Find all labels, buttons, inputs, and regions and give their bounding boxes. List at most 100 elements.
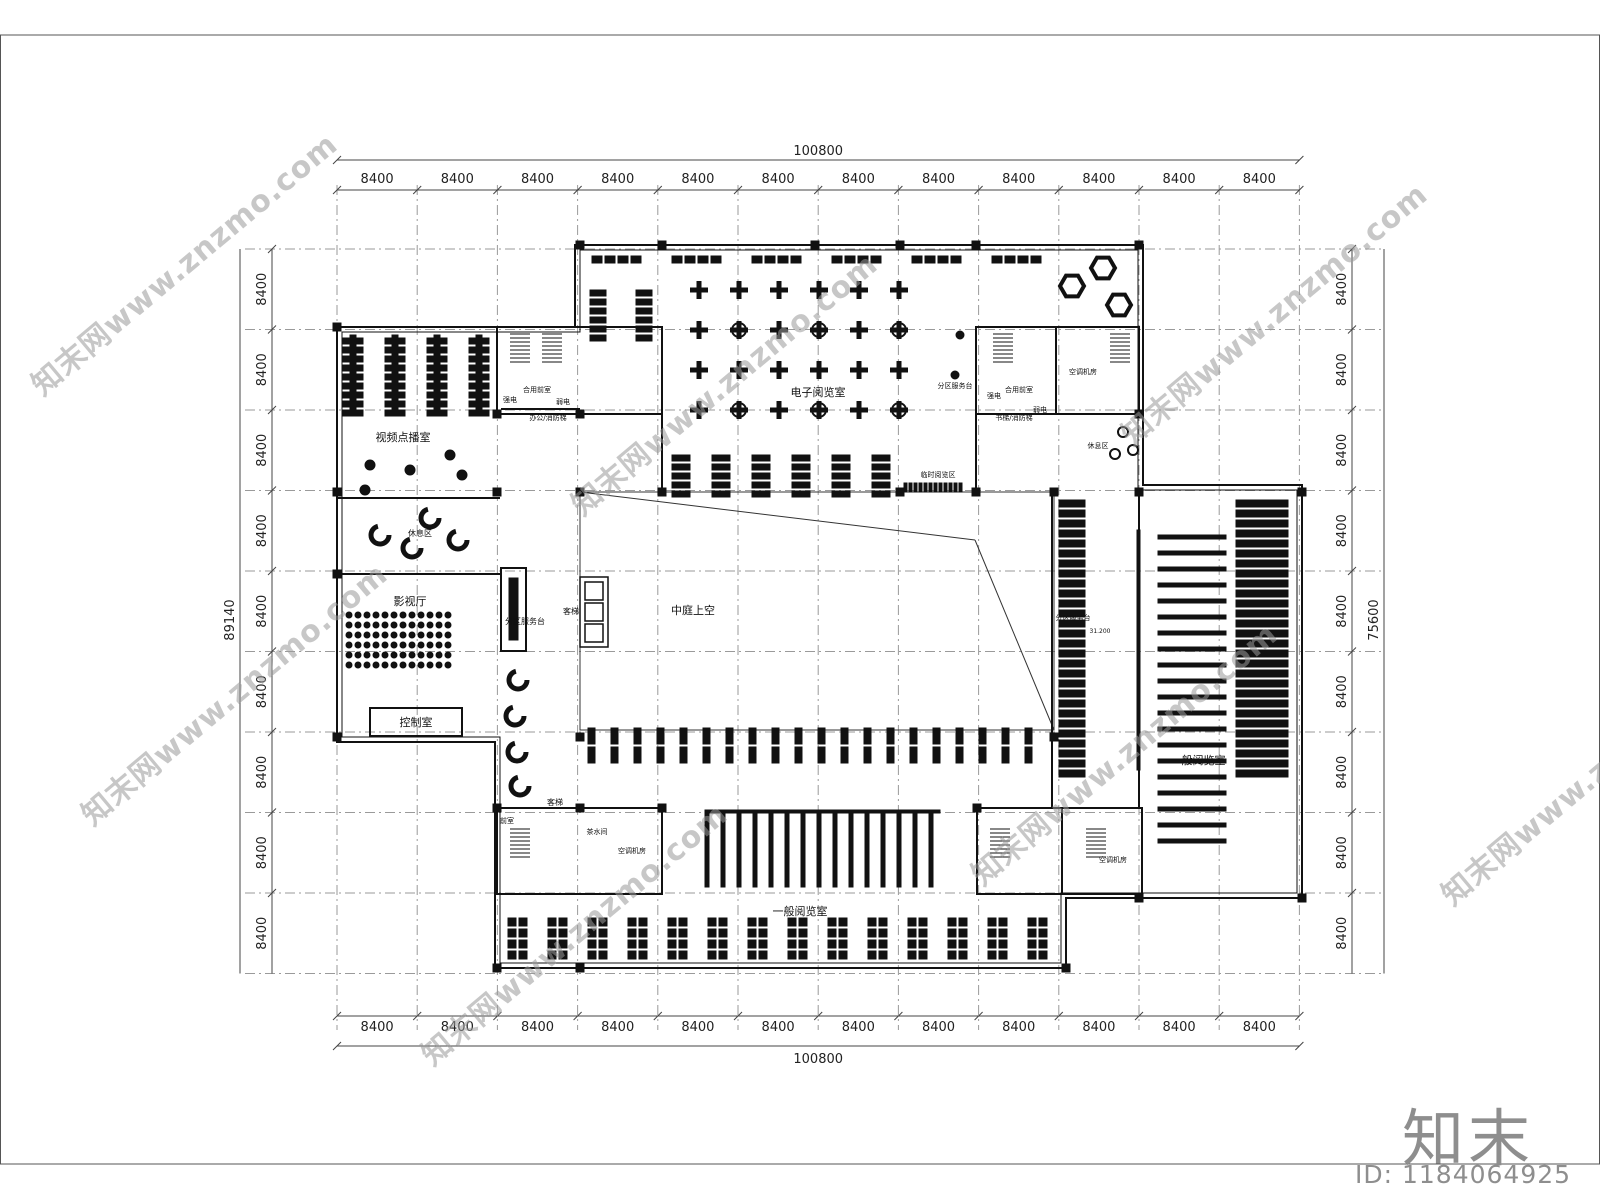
vod-seat-2-1 bbox=[426, 346, 448, 354]
corridor-desk-16-1 bbox=[955, 746, 964, 764]
dim-label-bottom-bays-7: 8400 bbox=[922, 1020, 955, 1035]
dim-label-top-bays-3: 8400 bbox=[601, 172, 634, 187]
dim-tick-bottom-total-b bbox=[1295, 1041, 1304, 1051]
cinema-seat-1-6 bbox=[399, 621, 407, 629]
dim-label-top-bays-2: 8400 bbox=[521, 172, 554, 187]
column-11 bbox=[1134, 487, 1144, 497]
e-reading-side-desk-1-1 bbox=[635, 298, 653, 306]
reading-right-desk-col2-0-26 bbox=[1235, 759, 1263, 768]
cinema-seat-4-0 bbox=[345, 651, 353, 659]
dim-tick-left-bays-5 bbox=[267, 647, 277, 656]
corridor-desk-4-1 bbox=[679, 746, 688, 764]
reading-bottom-desk-b-5-2 bbox=[718, 939, 728, 949]
reading-right-shelf-12 bbox=[1157, 726, 1227, 732]
e-reading-lower-desk-3-0 bbox=[791, 454, 811, 462]
reading-bottom-desk-b-7-0 bbox=[798, 917, 808, 927]
dim-label-bottom-total: 100800 bbox=[793, 1052, 843, 1067]
column-30 bbox=[575, 409, 585, 419]
vod-seat-1-1 bbox=[384, 346, 406, 354]
room-label-video-on-demand: 视频点播室 bbox=[376, 430, 431, 444]
column-20 bbox=[492, 963, 502, 973]
reading-bottom-desk-a-12-1 bbox=[987, 928, 997, 938]
reading-bottom-desk-b-1-1 bbox=[558, 928, 568, 938]
e-reading-lower-desk-4-2 bbox=[831, 472, 851, 480]
dim-tick-top-bays-9 bbox=[1054, 185, 1064, 195]
reading-bottom-shelf-8 bbox=[832, 811, 838, 888]
reading-bottom-desk-a-2-3 bbox=[587, 950, 597, 960]
reading-bottom-desk-a-5-0 bbox=[707, 917, 717, 927]
dim-tick-bottom-bays-11 bbox=[1214, 1011, 1224, 1021]
cinema-seat-2-11 bbox=[444, 631, 452, 639]
vod-seat-3-3 bbox=[468, 364, 490, 372]
reading-right-desk-col2-0-19 bbox=[1235, 689, 1263, 698]
reading-right-desk-col-0-11 bbox=[1058, 609, 1086, 618]
reading-right-desk-col2-0-12 bbox=[1235, 619, 1263, 628]
e-reading-lower-desk-2-0 bbox=[751, 454, 771, 462]
corridor-desk-10-0 bbox=[817, 727, 826, 745]
e-reading-lower-desk-4-1 bbox=[831, 463, 851, 471]
e-reading-pod-13 bbox=[730, 361, 748, 379]
dim-tick-top-bays-7 bbox=[894, 185, 903, 195]
dim-tick-left-bays-6 bbox=[267, 727, 277, 737]
e-reading-round-21 bbox=[811, 402, 827, 418]
cinema-seat-3-1 bbox=[354, 641, 362, 649]
vod-seat-2-5 bbox=[426, 382, 448, 390]
cinema-seat-0-4 bbox=[381, 611, 389, 619]
e-reading-lower-desk-2-1 bbox=[751, 463, 771, 471]
e-reading-wall-desk-2-3 bbox=[790, 255, 802, 264]
reading-right-desk-col-0-14 bbox=[1058, 639, 1086, 648]
reading-bottom-desk-b-5-3 bbox=[718, 950, 728, 960]
reading-bottom-desk-a-8-3 bbox=[827, 950, 837, 960]
dim-label-right-bays-8: 8400 bbox=[1335, 917, 1350, 950]
reading-right-desk-col2-0-17 bbox=[1235, 669, 1263, 678]
cinema-seat-4-11 bbox=[444, 651, 452, 659]
reading-right-desk-col-1-21 bbox=[1261, 709, 1289, 718]
e-reading-pod-0 bbox=[690, 281, 708, 299]
room-label-weak-elec: 弱电 bbox=[556, 397, 570, 406]
cinema-seat-0-9 bbox=[426, 611, 434, 619]
reading-bottom-desk-b-6-1 bbox=[758, 928, 768, 938]
column-2 bbox=[332, 569, 342, 579]
column-16 bbox=[972, 803, 982, 813]
reading-right-shelf-16 bbox=[1157, 790, 1227, 796]
cinema-seat-0-8 bbox=[417, 611, 425, 619]
column-23 bbox=[575, 240, 585, 250]
dim-tick-bottom-bays-6 bbox=[813, 1011, 823, 1021]
dim-label-right-bays-7: 8400 bbox=[1335, 836, 1350, 869]
reading-right-shelf-14 bbox=[1157, 758, 1227, 764]
reading-bottom-desk-b-5-1 bbox=[718, 928, 728, 938]
atrium-void bbox=[579, 491, 1055, 731]
e-reading-wall-desk-5-3 bbox=[1030, 255, 1042, 264]
e-reading-lower-desk-0-3 bbox=[671, 481, 691, 489]
reading-right-desk-col2-0-23 bbox=[1235, 729, 1263, 738]
dim-tick-right-bays-8 bbox=[1347, 888, 1357, 898]
service-desk-left-counter bbox=[508, 577, 519, 641]
cinema-seat-3-11 bbox=[444, 641, 452, 649]
reading-bottom-desk-a-2-2 bbox=[587, 939, 597, 949]
cinema-seat-4-6 bbox=[399, 651, 407, 659]
cinema-seat-5-2 bbox=[363, 661, 371, 669]
corridor-desk-18-1 bbox=[1001, 746, 1010, 764]
dim-tick-bottom-bays-5 bbox=[733, 1011, 743, 1021]
corridor-desk-19-1 bbox=[1024, 746, 1033, 764]
vod-seat-2-8 bbox=[426, 409, 448, 417]
reading-right-desk-col-0-3 bbox=[1058, 529, 1086, 538]
reading-bottom-desk-b-10-2 bbox=[918, 939, 928, 949]
reading-bottom-desk-b-6-2 bbox=[758, 939, 768, 949]
vod-seat-0-7 bbox=[342, 400, 364, 408]
corridor-desk-5-0 bbox=[702, 727, 711, 745]
service-desk-top-post-0 bbox=[955, 330, 965, 340]
cinema-seat-0-6 bbox=[399, 611, 407, 619]
corridor-ring-3 bbox=[508, 774, 532, 798]
vod-lounge-stool-0 bbox=[364, 459, 376, 471]
cinema-seat-2-0 bbox=[345, 631, 353, 639]
temp-reading-slat-3 bbox=[918, 482, 923, 493]
reading-right-desk-col2-0-16 bbox=[1235, 659, 1263, 668]
cinema-seat-1-1 bbox=[354, 621, 362, 629]
room-label-service-desk-top: 分区服务台 bbox=[938, 381, 973, 390]
dim-tick-bottom-bays-end bbox=[1295, 1011, 1304, 1021]
column-18 bbox=[575, 803, 585, 813]
dim-label-left-bays-6: 8400 bbox=[255, 756, 270, 789]
e-reading-pod-3 bbox=[810, 281, 828, 299]
vod-seat-3-8 bbox=[468, 409, 490, 417]
